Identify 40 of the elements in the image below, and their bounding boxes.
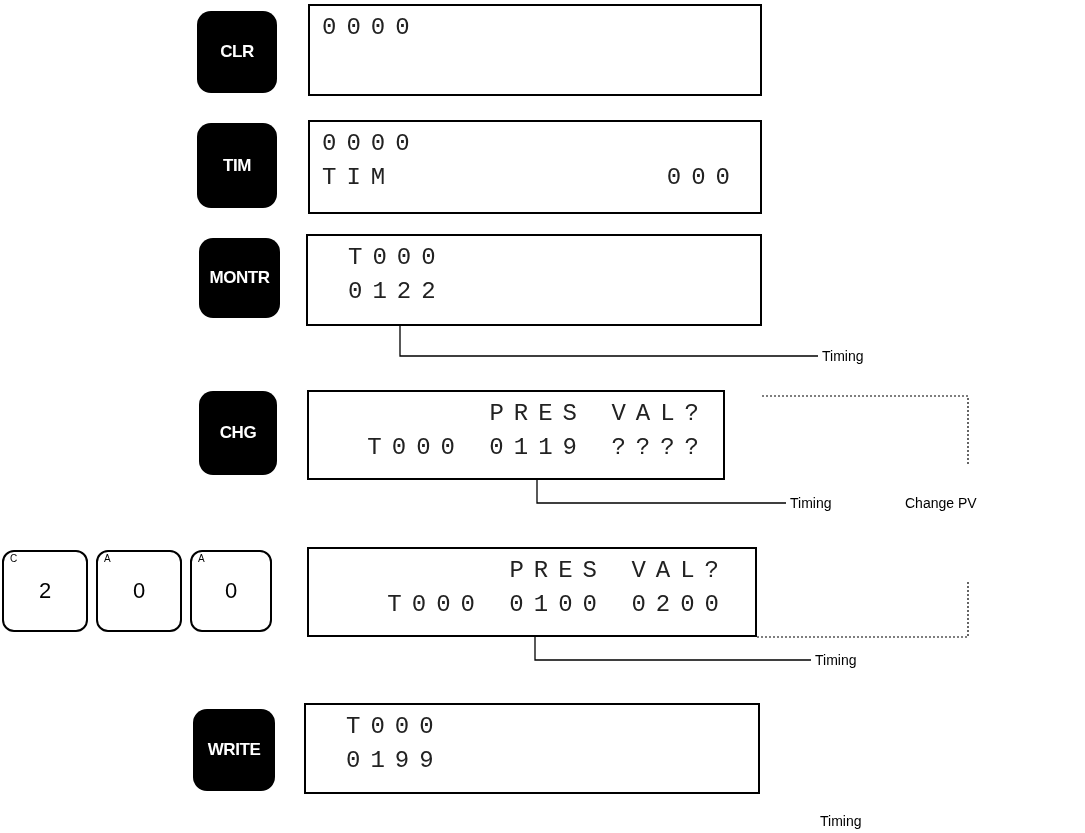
key-button: MONTR [199,238,280,318]
display-text: T000 0100 0200 [387,590,729,620]
leader-line [399,325,819,357]
lcd-display [307,547,757,637]
leader-line [534,636,812,661]
key-button [96,550,182,632]
display-text: PRES VAL? [489,399,709,429]
key-digit: 2 [37,580,53,602]
display-text: TIM [322,163,396,193]
display-text: 0000 [322,13,420,43]
key-button: CHG [199,391,277,475]
leader-line [536,479,787,504]
timing-label: Timing [815,649,857,671]
key-button [190,550,272,632]
display-text: T000 [346,712,444,742]
note-label: Timing [820,812,862,831]
display-text: T000 [348,243,446,273]
timing-label: Timing [822,345,864,367]
key-button: TIM [197,123,277,208]
lcd-display [307,390,725,480]
display-text: 000 [666,163,740,193]
timing-label: Timing [790,492,832,514]
key-digit: 0 [223,580,239,602]
key-shift-letter: C [10,554,18,564]
display-text: T000 0119 ???? [367,433,709,463]
key-shift-letter: A [104,554,111,564]
lcd-display [306,234,762,326]
display-text: 0000 [322,129,420,159]
note-label: Change PV [905,494,977,513]
lcd-display [304,703,760,794]
lcd-display [308,120,762,214]
display-text: 0199 [346,746,444,776]
key-button: WRITE [193,709,275,791]
display-text: PRES VAL? [509,556,729,586]
key-button: CLR [197,11,277,93]
display-text: 0122 [348,277,446,307]
key-shift-letter: A [198,554,205,564]
lcd-display [308,4,762,96]
key-button [2,550,88,632]
key-digit: 0 [131,580,147,602]
